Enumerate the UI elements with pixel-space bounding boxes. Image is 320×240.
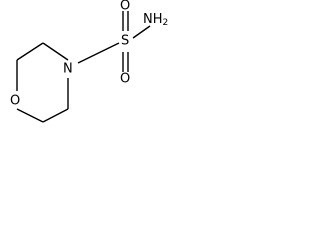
ring-bond-c2-c3 [16, 42, 44, 61]
bond-s-nh2 [132, 25, 151, 39]
atom-nh2-subscript: 2 [163, 18, 169, 28]
atom-nh2-main: NH [143, 12, 163, 27]
atom-n-ring: N [63, 62, 73, 77]
ring-bond-c5-c6 [42, 108, 69, 123]
ring-bond-n-c2 [42, 42, 69, 61]
atom-s: S [121, 34, 129, 49]
atom-o-bottom: O [120, 72, 130, 87]
atom-nh2: NH2 [143, 12, 168, 29]
atom-o-top: O [120, 0, 130, 14]
ring-bond-o-c5 [16, 108, 44, 123]
bond-n-s [77, 42, 120, 64]
atom-o-ring: O [10, 94, 20, 109]
morpholine-4-sulfonamide-structure: O N S O O NH2 [10, 0, 168, 123]
